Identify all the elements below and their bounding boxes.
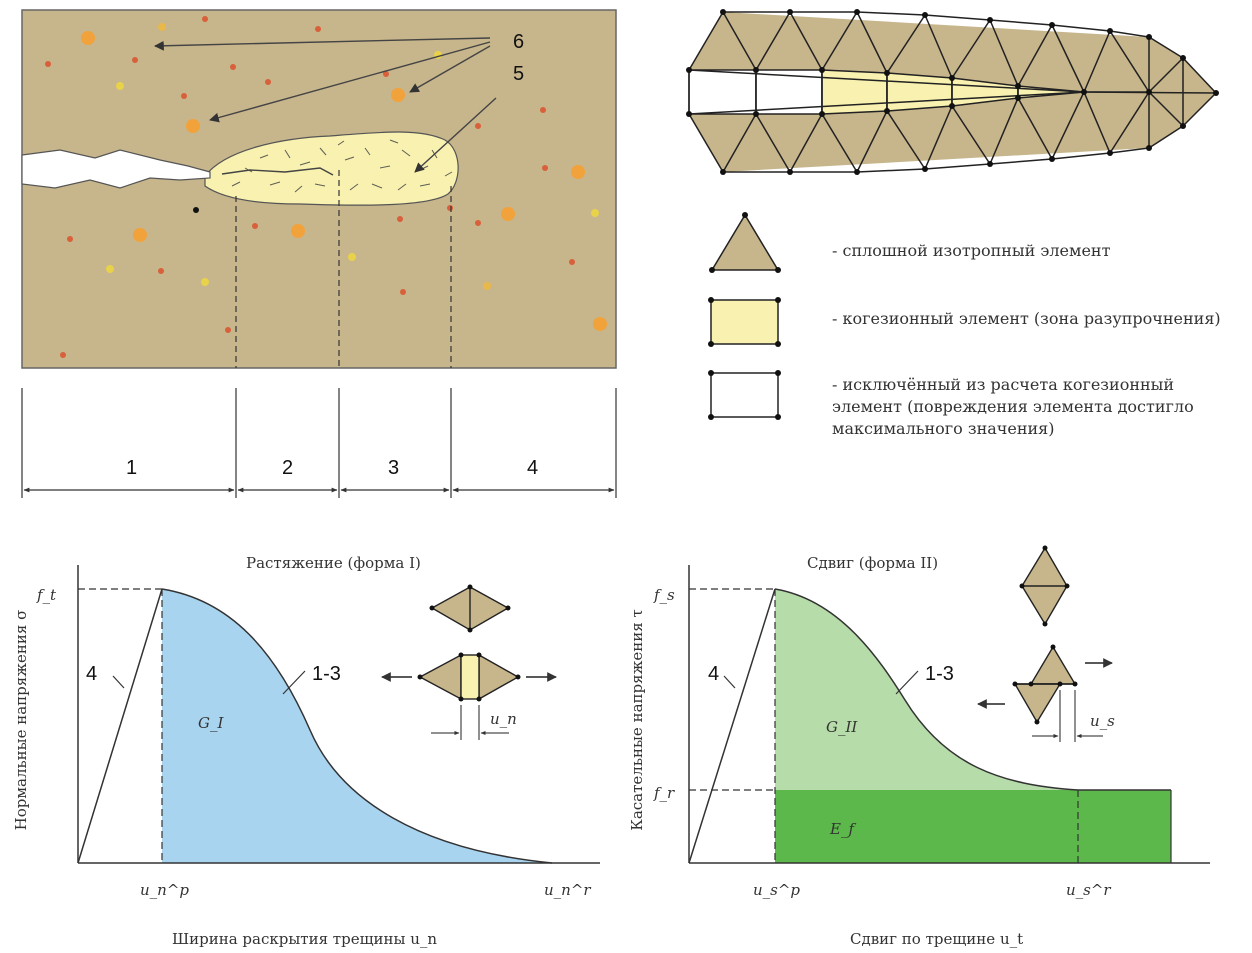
- tension-x-tick-unp: u_n^p: [140, 881, 189, 899]
- callout-label-6: 6: [513, 31, 524, 53]
- shear-softening-curve: [774, 588, 1171, 791]
- shear-title: Сдвиг (форма II): [807, 554, 938, 572]
- shear-x-tick-usr: u_s^r: [1066, 881, 1111, 899]
- tension-softening-curve: [161, 588, 553, 864]
- shear-x-tick-usp: u_s^p: [753, 881, 800, 899]
- tension-x-axis-label: Ширина раскрытия трещины u_n: [172, 930, 437, 948]
- zone-label-1: 1: [126, 457, 137, 479]
- shear-element-icon-top: [1019, 545, 1070, 627]
- mesh-cohesive-element-1: [821, 69, 888, 115]
- shear-friction-area: [775, 790, 1171, 863]
- tension-disp-label: u_n: [490, 710, 517, 728]
- shear-curve-label-4: 4: [708, 663, 719, 685]
- shear-x-axis-label: Сдвиг по трещине u_t: [850, 930, 1023, 948]
- shear-y-axis-label: Касательные напряжения τ: [628, 609, 646, 831]
- callout-label-5: 5: [513, 63, 524, 85]
- zone-label-2: 2: [282, 457, 293, 479]
- legend-text-cohesive: - когезионный элемент (зона разупрочнени…: [832, 309, 1221, 328]
- legend-text-excluded: - исключённый из расчета когезионный эле…: [832, 375, 1194, 438]
- open-crack: [21, 149, 211, 189]
- zone-label-3: 3: [388, 457, 399, 479]
- zone-dividers: [235, 170, 452, 368]
- shear-area-label-ef: E_f: [829, 820, 856, 838]
- tension-elastic-branch: [77, 588, 163, 864]
- dimension-lines: [21, 388, 617, 498]
- shear-curve-label-1-3: 1-3: [925, 663, 954, 685]
- mesh-excluded-element-1: [688, 69, 757, 115]
- tension-x-tick-unr: u_n^r: [544, 881, 591, 899]
- tension-y-axis-label: Нормальные напряжения σ: [12, 610, 30, 831]
- legend-icon-cohesive: [708, 297, 781, 347]
- zone-label-4: 4: [527, 457, 538, 479]
- legend-icon-solid: [709, 212, 781, 273]
- aggregate-particles: [45, 16, 607, 358]
- tension-element-icon-open: [381, 652, 557, 740]
- shear-chart: 4 1-3 Сдвиг (форма II) f_s f_r G_II E_f …: [628, 545, 1210, 948]
- shear-fracture-energy-area: [775, 589, 1078, 790]
- mesh-cohesive-element-2: [886, 72, 953, 112]
- process-zone: [204, 131, 459, 206]
- crack-tip-line: [221, 167, 334, 176]
- tension-area-label: G_I: [198, 714, 224, 732]
- shear-fr-label: f_r: [653, 784, 675, 802]
- crack-panel: 6 5 1 2 3 4: [21, 9, 617, 498]
- tension-ft-label: f_t: [36, 586, 57, 604]
- legend-icon-excluded: [708, 370, 781, 420]
- tension-fracture-energy-area: [162, 589, 552, 863]
- tension-curve-label-1-3: 1-3: [312, 663, 341, 685]
- shear-elastic-branch: [688, 588, 776, 864]
- shear-area-label-gii: G_II: [826, 718, 858, 736]
- fe-mesh: [686, 9, 1219, 175]
- callout-arrow-6b: [209, 41, 491, 123]
- tension-curve-label-4: 4: [86, 663, 97, 685]
- process-zone-fibers: [231, 139, 453, 193]
- shear-disp-label: u_s: [1090, 712, 1115, 730]
- tension-element-icon-top: [429, 584, 511, 633]
- callout-arrow-5: [414, 97, 497, 173]
- shear-fs-label: f_s: [653, 586, 675, 604]
- shear-element-icon-sliding: [977, 644, 1113, 742]
- tension-title: Растяжение (форма I): [246, 554, 421, 572]
- callout-arrow-6c: [409, 45, 491, 93]
- tension-chart: 4 1-3 Растяжение (форма I) f_t G_I u_n^p…: [12, 554, 600, 948]
- callout-arrow-6a: [154, 37, 491, 51]
- legend-text-solid: - сплошной изотропный элемент: [832, 241, 1111, 260]
